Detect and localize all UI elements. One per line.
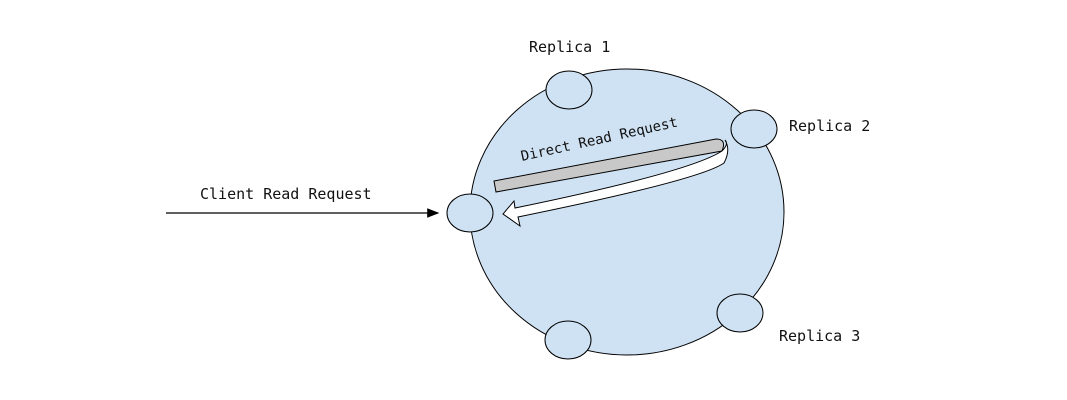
- node-coordinator: [446, 193, 494, 233]
- node-replica-3: [716, 293, 764, 333]
- node-bottom: [544, 320, 592, 360]
- label-replica-1: Replica 1: [529, 38, 610, 56]
- node-replica-2: [730, 109, 778, 149]
- label-client-request: Client Read Request: [200, 185, 372, 203]
- node-replica-1: [545, 70, 593, 110]
- label-replica-3: Replica 3: [779, 327, 860, 345]
- label-replica-2: Replica 2: [789, 117, 870, 135]
- direct-request-return-arrow: [502, 139, 729, 228]
